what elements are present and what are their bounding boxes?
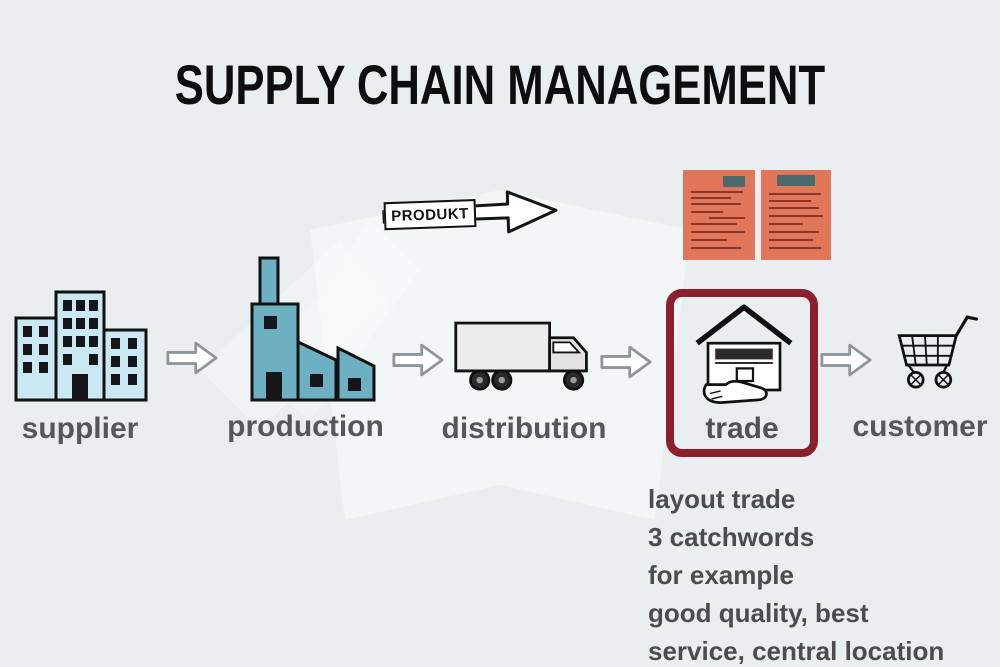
flow-arrow-3 bbox=[600, 345, 652, 379]
note-line: good quality, best bbox=[648, 598, 869, 628]
shopping-cart-icon bbox=[897, 315, 979, 389]
trade-notes: layout trade 3 catchwords for example go… bbox=[648, 480, 993, 667]
note-line: service, central location bbox=[648, 636, 945, 666]
buildings-icon bbox=[14, 290, 148, 402]
produkt-arrow-label: PRODUKT bbox=[383, 199, 477, 231]
factory-icon bbox=[250, 256, 376, 402]
flow-arrow-1 bbox=[166, 341, 218, 375]
stage-label-customer: customer bbox=[852, 410, 988, 443]
note-line: layout trade bbox=[648, 484, 796, 514]
trade-highlight-box bbox=[666, 289, 818, 457]
produkt-arrow: PRODUKT bbox=[379, 183, 576, 246]
document-thumbnail-1 bbox=[683, 170, 755, 260]
note-line: 3 catchwords bbox=[648, 522, 815, 552]
stage-label-supplier: supplier bbox=[21, 412, 139, 445]
flow-arrow-2 bbox=[392, 343, 444, 377]
truck-icon bbox=[454, 321, 588, 391]
flow-arrow-4 bbox=[820, 343, 872, 377]
stage-label-trade: trade bbox=[705, 412, 779, 445]
stage-label-production: production bbox=[227, 410, 384, 443]
note-line: for example bbox=[648, 560, 794, 590]
stage-label-distribution: distribution bbox=[441, 412, 607, 445]
document-thumbnail-2 bbox=[761, 170, 831, 260]
page-title: SUPPLY CHAIN MANAGEMENT bbox=[0, 52, 1000, 117]
page-title-text: SUPPLY CHAIN MANAGEMENT bbox=[174, 53, 826, 116]
shop-hand-icon bbox=[695, 304, 793, 404]
